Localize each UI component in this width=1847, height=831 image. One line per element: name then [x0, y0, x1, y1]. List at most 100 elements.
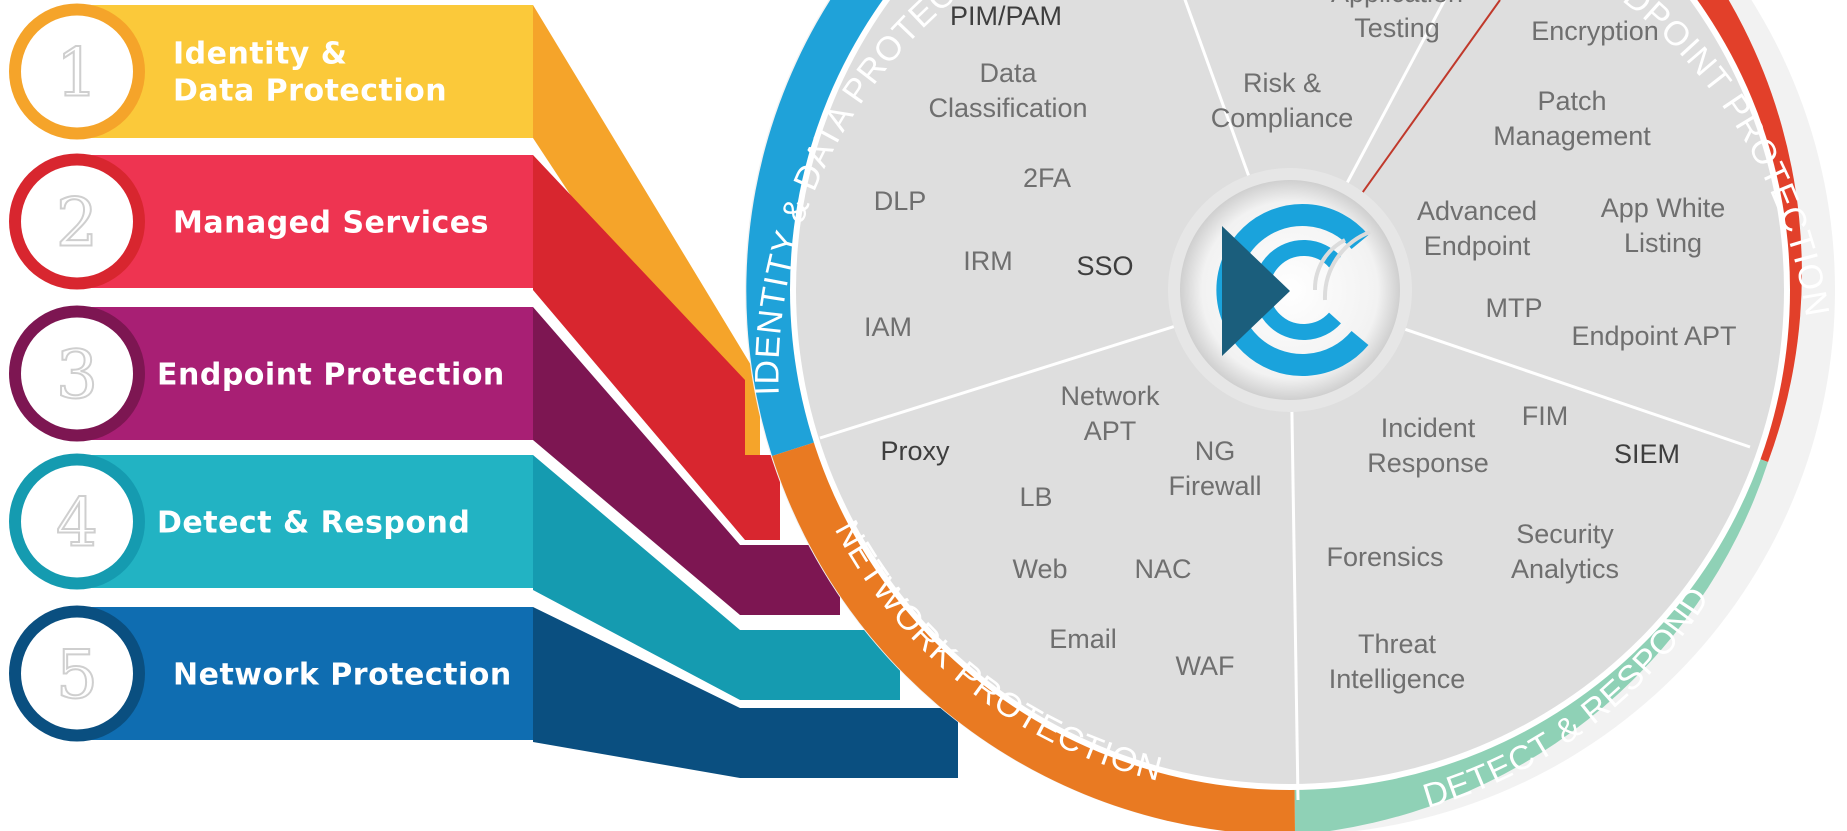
wheel-item-line: Intelligence — [1329, 664, 1466, 694]
band-2-tail — [533, 155, 780, 540]
band-2-number: 2 — [56, 185, 98, 262]
band-5: 5 Network Protection — [9, 605, 533, 742]
wheel-item-line: NG — [1195, 436, 1236, 466]
wheel-item-line: Patch — [1537, 86, 1606, 116]
wheel-item: Proxy — [880, 436, 950, 466]
band-3-body — [75, 307, 533, 440]
wheel-item-line: Email — [1049, 624, 1117, 654]
wheel-item: NG Firewall — [1168, 436, 1261, 501]
band-4-number: 4 — [56, 485, 98, 562]
wheel-item-line: Web — [1012, 554, 1067, 584]
wheel-item: 2FA — [1023, 163, 1071, 193]
band-4-title: Detect & Respond — [157, 506, 470, 541]
wheel-item-line: Listing — [1624, 228, 1702, 258]
wheel-item-line: Security — [1516, 519, 1614, 549]
wheel-item: FIM — [1522, 401, 1569, 431]
wheel-item: SIEM — [1614, 439, 1680, 469]
wheel-item: Forensics — [1326, 542, 1443, 572]
wheel-item: Risk & Compliance — [1211, 68, 1354, 133]
wheel-item-line: LB — [1019, 482, 1052, 512]
band-2-body — [75, 155, 533, 288]
wheel-item: DLP — [874, 186, 927, 216]
band-3-number: 3 — [56, 337, 98, 414]
wheel-item-line: Data — [979, 58, 1037, 88]
wheel-item-line: PIM/PAM — [950, 1, 1062, 31]
wheel-item-line: Advanced — [1417, 196, 1537, 226]
band-5-tail — [533, 607, 958, 778]
wheel-item: ApplicationTesting — [1331, 0, 1463, 43]
wheel-item-line: Threat — [1358, 629, 1437, 659]
band-4-body — [75, 455, 533, 588]
wheel-item-line: Proxy — [880, 436, 950, 466]
wheel-item-line: Endpoint APT — [1571, 321, 1736, 351]
band-tails — [533, 5, 958, 778]
wheel-item-line: APT — [1084, 416, 1137, 446]
wheel-item: Web — [1012, 554, 1067, 584]
wheel-item-line: Forensics — [1326, 542, 1443, 572]
band-1-body — [75, 5, 533, 138]
band-5-body — [75, 607, 533, 740]
band-1-title: Data Protection — [173, 74, 447, 109]
wheel-item-line: Application — [1331, 0, 1463, 8]
wheel-item-line: Response — [1367, 448, 1489, 478]
wheel-item: Endpoint APT — [1571, 321, 1736, 351]
wheel-item-line: Compliance — [1211, 103, 1354, 133]
band-5-number: 5 — [56, 637, 98, 714]
band-3-title: Endpoint Protection — [157, 358, 505, 393]
wheel-item: MTP — [1486, 293, 1543, 323]
band-1-number: 1 — [56, 35, 98, 112]
band-1-title: Identity & — [173, 37, 347, 72]
wheel-item: WAF — [1176, 651, 1235, 681]
band-4-badge — [21, 465, 133, 578]
band-4: 4 Detect & Respond — [9, 453, 533, 590]
wheel-item: IRM — [963, 246, 1013, 276]
wheel-item-line: MTP — [1486, 293, 1543, 323]
company-logo — [1216, 204, 1371, 376]
wheel-item-line: DLP — [874, 186, 927, 216]
wheel-item-line: Encryption — [1531, 16, 1659, 46]
band-2-badge — [21, 165, 133, 278]
band-1: 1 Identity &Data Protection — [9, 3, 533, 140]
wheel-item: LB — [1019, 482, 1052, 512]
wheel-item-line: 2FA — [1023, 163, 1071, 193]
wheel-item-line: FIM — [1522, 401, 1569, 431]
wheel-item-line: Management — [1493, 121, 1651, 151]
wheel-item-line: SIEM — [1614, 439, 1680, 469]
wheel-item: SSO — [1076, 251, 1133, 281]
wheel-item: NAC — [1134, 554, 1191, 584]
band-4-tail — [533, 455, 900, 700]
wheel-item-line: WAF — [1176, 651, 1235, 681]
wheel-item-line: Analytics — [1511, 554, 1619, 584]
wheel-item-line: Testing — [1354, 13, 1440, 43]
wheel-item-line: Endpoint — [1424, 231, 1531, 261]
wheel-item: Email — [1049, 624, 1117, 654]
band-5-title: Network Protection — [173, 658, 512, 693]
wheel-item-line: SSO — [1076, 251, 1133, 281]
band-5-badge — [21, 617, 133, 730]
wheel-item: IAM — [864, 312, 912, 342]
wheel-item-line: IAM — [864, 312, 912, 342]
wheel-item-line: NAC — [1134, 554, 1191, 584]
wheel-item-line: Incident — [1381, 413, 1476, 443]
wheel-item: PIM/PAM — [950, 1, 1062, 31]
wheel-item-line: IRM — [963, 246, 1013, 276]
wheel-item-line: Firewall — [1168, 471, 1261, 501]
band-3-tail — [533, 307, 840, 615]
wheel-item: Encryption — [1531, 16, 1659, 46]
band-1-badge — [21, 15, 133, 128]
wheel-item-line: Risk & — [1243, 68, 1321, 98]
band-3: 3 Endpoint Protection — [9, 305, 533, 442]
band-3-badge — [21, 317, 133, 430]
